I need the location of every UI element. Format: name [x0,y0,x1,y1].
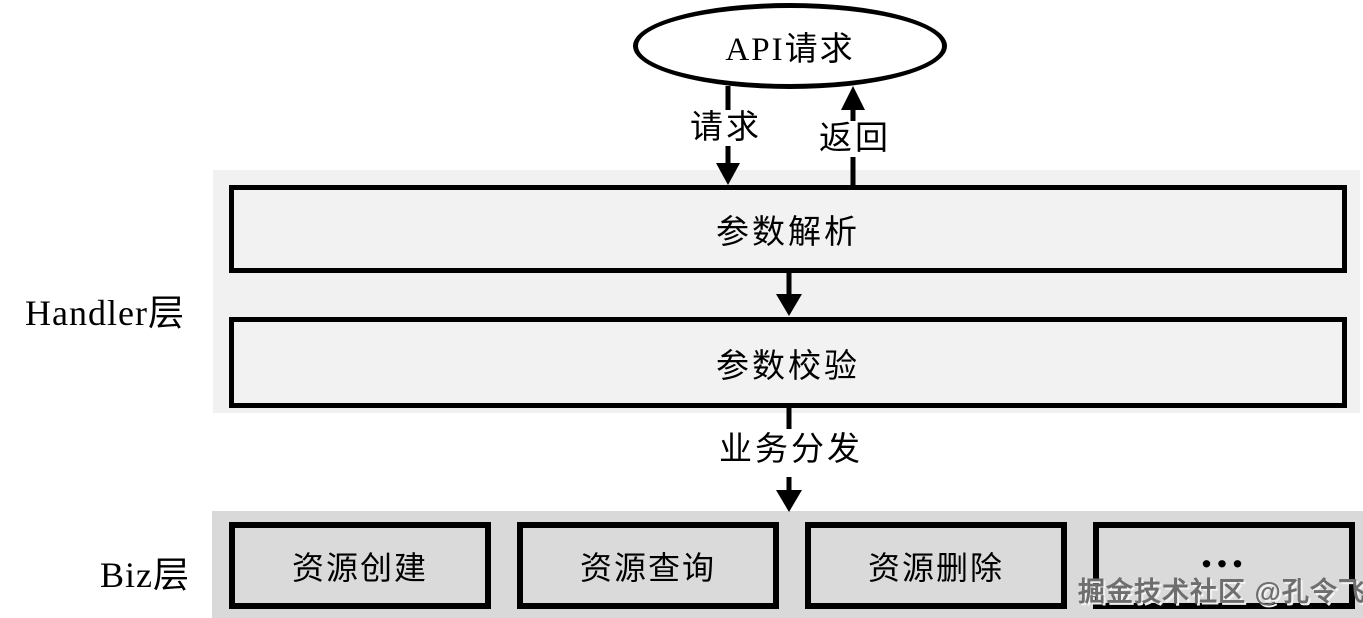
param-validate-label: 参数校验 [716,348,860,385]
resource-query-box: 资源查询 [517,522,779,609]
resource-delete-box: 资源删除 [805,522,1067,609]
request-arrow-head [716,163,740,185]
resource-more-box: ... [1093,522,1355,609]
watermark-text: 掘金技术社区 @孔令飞 [1078,577,1363,607]
resource-query-label: 资源查询 [579,549,716,586]
ellipsis-label: ... [1200,526,1248,577]
resource-delete-label: 资源删除 [867,549,1004,586]
param-parse-label: 参数解析 [716,215,860,251]
api-request-node: API请求 [633,3,947,89]
request-edge-label: 请求 [681,110,771,147]
parse-to-validate-arrow-head [776,294,802,316]
return-arrow-head [841,86,865,110]
dispatch-arrow-head [776,490,802,512]
resource-create-box: 资源创建 [229,522,491,609]
dispatch-edge-label: 业务分发 [706,432,876,469]
return-edge-label: 返回 [811,121,899,158]
api-request-label: API请求 [725,32,855,68]
param-parse-box: 参数解析 [229,185,1347,273]
param-validate-box: 参数校验 [229,317,1347,408]
handler-layer-label: Handler层 [25,293,185,333]
resource-create-label: 资源创建 [291,549,428,586]
biz-layer-label: Biz层 [100,555,190,595]
